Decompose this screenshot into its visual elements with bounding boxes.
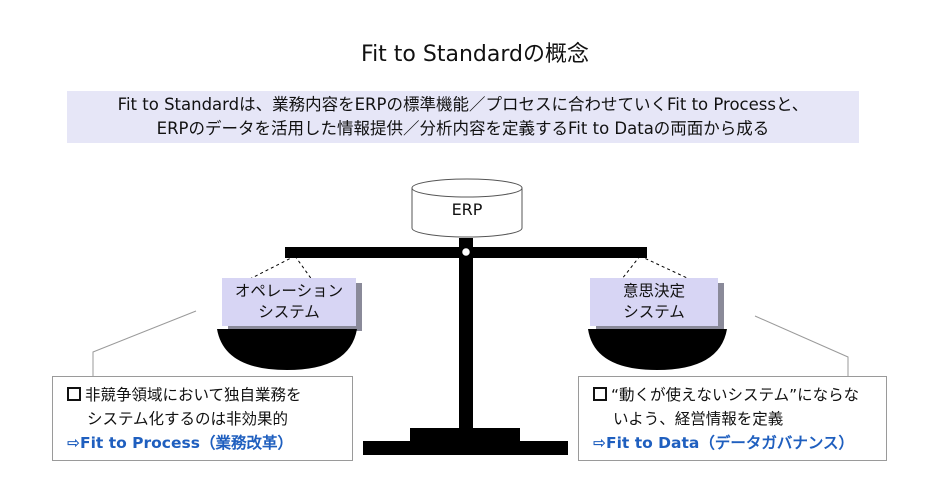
- summary-line-1: Fit to Standardは、業務内容をERPの標準機能／プロセスに合わせて…: [117, 95, 809, 114]
- summary-box: Fit to Standardは、業務内容をERPの標準機能／プロセスに合わせて…: [67, 91, 859, 143]
- scale-base: [363, 441, 568, 455]
- operation-system-line-2: システム: [258, 303, 320, 321]
- right-note-line-2: いよう、経営情報を定義: [613, 410, 784, 428]
- operation-system-label: オペレーション システム: [222, 278, 356, 326]
- left-note: 非競争領域において独自業務を システム化するのは非効果的 ⇨Fit to Pro…: [52, 376, 353, 461]
- right-pointer-line: [754, 315, 849, 378]
- left-note-line-2: システム化するのは非効果的: [87, 410, 289, 428]
- checkbox-square-icon: [67, 387, 81, 401]
- left-note-line-1: 非競争領域において独自業務を: [85, 386, 302, 404]
- decision-system-line-2: システム: [623, 303, 685, 321]
- operation-system-line-1: オペレーション: [234, 282, 344, 300]
- page-title: Fit to Standardの概念: [361, 42, 589, 67]
- summary-line-2: ERPのデータを活用した情報提供／分析内容を定義するFit to Dataの両面…: [156, 119, 770, 138]
- scale-pillar: [459, 238, 473, 430]
- erp-cylinder: [411, 178, 523, 238]
- decision-system-line-1: 意思決定: [622, 282, 685, 300]
- checkbox-square-icon: [593, 387, 607, 401]
- right-note: “動くが使えないシステム”にならな いよう、経営情報を定義 ⇨Fit to Da…: [578, 376, 887, 461]
- pivot: [460, 246, 472, 258]
- left-note-accent: ⇨Fit to Process（業務改革）: [67, 434, 293, 452]
- scale-base-step: [410, 428, 520, 442]
- left-pan: [217, 329, 357, 370]
- erp-label: ERP: [451, 200, 483, 219]
- right-pan: [588, 329, 727, 370]
- right-note-accent: ⇨Fit to Data（データガバナンス）: [593, 434, 855, 452]
- right-note-line-1: “動くが使えないシステム”にならな: [611, 386, 860, 404]
- left-pointer-line: [92, 310, 197, 378]
- decision-system-label: 意思決定 システム: [590, 278, 718, 326]
